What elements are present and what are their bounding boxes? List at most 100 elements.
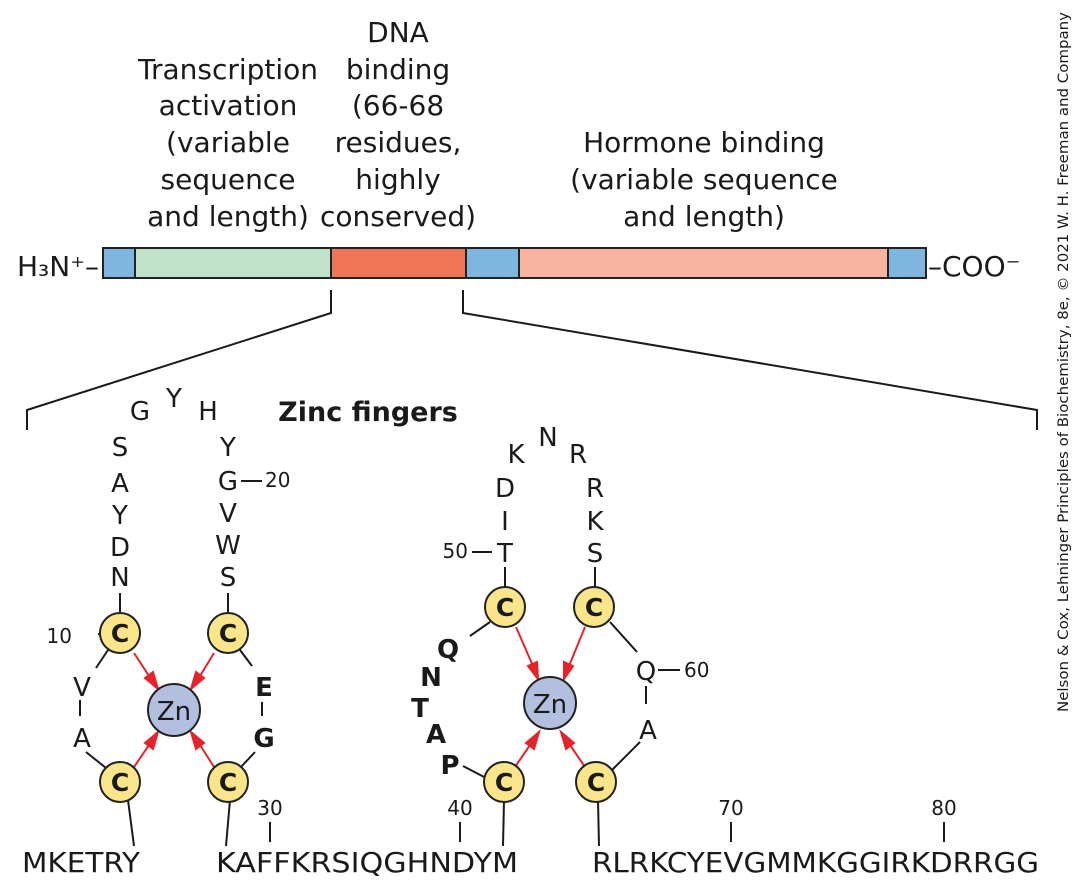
residue-letter: V [219, 499, 237, 529]
backbone-lines [462, 551, 680, 847]
residue-letter: G [253, 724, 274, 754]
label-line: highly [355, 163, 440, 196]
residue-letter: N [538, 423, 557, 453]
label-line: (variable sequence [570, 163, 838, 196]
position-marker: 60 [684, 658, 709, 682]
linker-segment [102, 247, 136, 279]
residue-letter: W [215, 531, 241, 561]
residue-letter: I [501, 507, 509, 537]
residue-letter: Q [437, 635, 459, 665]
cysteine-circle [575, 761, 617, 803]
residue-letter: S [587, 539, 604, 569]
position-marker: 10 [47, 624, 72, 648]
zinc-ion [147, 683, 201, 737]
position-label: 30 [257, 796, 282, 820]
residue-letter: N [420, 663, 442, 693]
figure-credit: Nelson & Cox, Lehninger Principles of Bi… [1056, 12, 1072, 712]
cysteine-circle [484, 586, 526, 628]
residue-letter: G [130, 397, 150, 427]
position-label: 80 [931, 796, 956, 820]
sequence-position-ticks [269, 822, 945, 842]
position-label: 40 [447, 796, 472, 820]
residue-letters: T I D K N R R K S Q N T A P Q A [411, 423, 657, 781]
position-marker: 50 [443, 539, 468, 563]
residue-letter: D [495, 474, 515, 504]
linker-segment [465, 247, 520, 279]
label-line: sequence [161, 163, 296, 196]
residue-letter: S [112, 433, 129, 463]
label-line: (variable [166, 126, 290, 159]
cysteine-label: C [585, 593, 603, 622]
zinc-finger-2: 50 60 T I D K N R R K S Q N T A P Q A [411, 423, 709, 847]
residue-letter: K [586, 507, 604, 537]
transcription-activation-label: Transcription activation (variable seque… [137, 53, 318, 233]
expansion-bracket [26, 290, 1038, 430]
label-line: and length) [623, 200, 785, 233]
dna-binding-label: DNA binding (66-68 residues, highly cons… [320, 16, 476, 233]
residue-letter: Y [219, 433, 236, 463]
label-line: (66-68 [352, 89, 444, 122]
sequence-segment: MKETRY [22, 846, 141, 879]
domain-bar [102, 247, 927, 279]
cysteine-circle [483, 761, 525, 803]
residue-letter: D [110, 533, 130, 563]
c-terminus-label: –COO⁻ [928, 250, 1020, 283]
cysteine-label: C [111, 619, 129, 648]
label-line: Transcription [137, 53, 318, 86]
residue-letter: A [426, 720, 446, 750]
residue-letter: A [73, 724, 91, 754]
cysteine-circle [207, 761, 249, 803]
position-marker: 20 [265, 468, 290, 492]
cysteine-circle [207, 612, 249, 654]
residue-letter: V [73, 673, 91, 703]
residue-letter: Y [165, 384, 182, 414]
label-line: binding [346, 53, 450, 86]
zinc-ion [523, 676, 577, 730]
hormone-binding-label: Hormone binding (variable sequence and l… [570, 126, 838, 233]
residue-letter: Q [636, 657, 656, 687]
residue-letter: T [496, 539, 513, 569]
transcription-activation-segment [134, 247, 332, 279]
residue-letters: N D Y A S G Y H Y G V W S V A E G [73, 384, 275, 754]
zinc-ion-label: Zn [533, 690, 567, 720]
label-line: activation [159, 89, 298, 122]
residue-letter: G [218, 467, 238, 497]
residue-letter: P [440, 751, 459, 781]
cysteine-residues: C C C C [483, 586, 617, 803]
label-line: Hormone binding [583, 126, 825, 159]
residue-letter: A [111, 469, 129, 499]
cysteine-label: C [587, 768, 605, 797]
dna-binding-segment [330, 247, 467, 279]
residue-letter: A [639, 716, 657, 746]
cysteine-circle [99, 612, 141, 654]
n-terminus-label: H₃N⁺– [17, 250, 99, 283]
zinc-fingers-title: Zinc fingers [278, 397, 458, 428]
sequence-segment: RLRKCYEVGMMKGGIRKDRRGG [592, 846, 1039, 879]
label-line: conserved) [320, 200, 476, 233]
cysteine-residues: C C C C [99, 612, 249, 803]
sequence-position-labels: 30 40 70 80 [257, 796, 956, 820]
residue-letter: R [586, 474, 604, 504]
residue-letter: N [110, 563, 129, 593]
residue-letter: Y [111, 501, 128, 531]
cysteine-label: C [219, 768, 237, 797]
position-label: 70 [718, 796, 743, 820]
linker-segment [887, 247, 927, 279]
residue-letter: K [507, 440, 525, 470]
backbone-lines [79, 480, 263, 847]
coordination-arrows [133, 652, 215, 768]
residue-letter: R [569, 440, 587, 470]
residue-letter: T [411, 694, 429, 724]
residue-letter: H [198, 397, 218, 427]
label-line: and length) [147, 200, 309, 233]
cysteine-label: C [219, 619, 237, 648]
coordination-arrows [514, 626, 586, 768]
zinc-finger-1: 10 20 N D Y A S G Y H Y G V W S V A E G [47, 384, 290, 847]
amino-acid-sequence: MKETRY KAFFKRSIQGHNDYM RLRKCYEVGMMKGGIRK… [22, 846, 1039, 879]
hormone-binding-segment [518, 247, 889, 279]
cysteine-circle [573, 586, 615, 628]
label-line: residues, [335, 126, 462, 159]
label-line: DNA [367, 16, 429, 49]
cysteine-circle [99, 761, 141, 803]
